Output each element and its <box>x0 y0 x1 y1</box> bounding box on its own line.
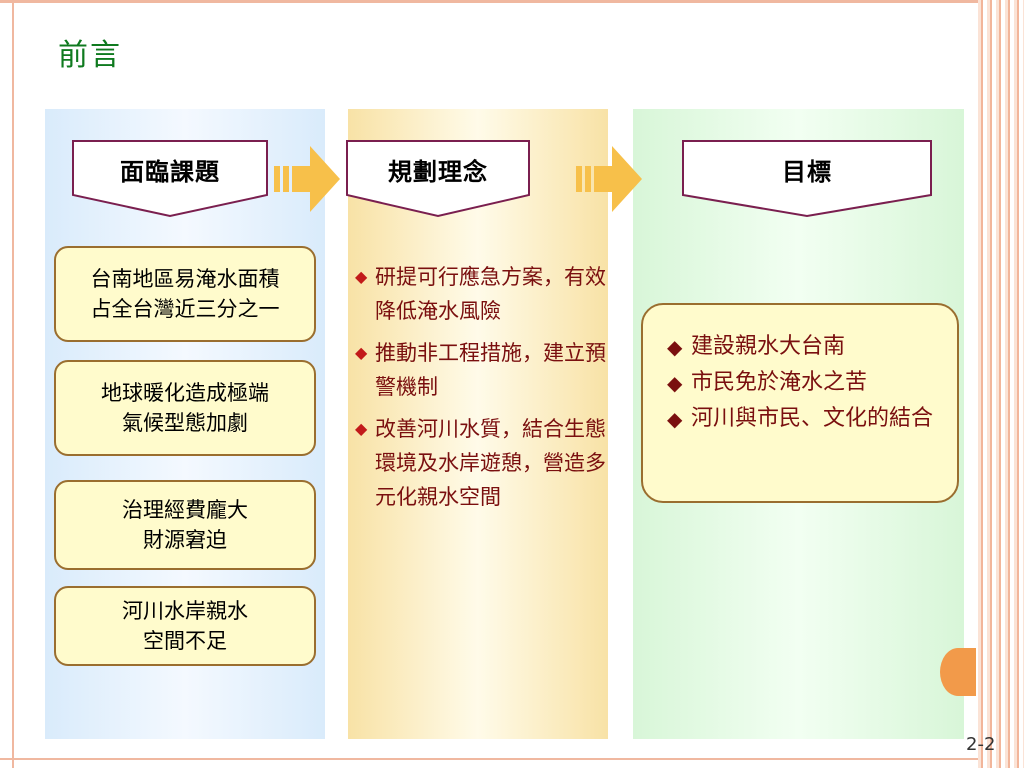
list-item: ◆ 建設親水大台南 <box>667 329 947 365</box>
diamond-bullet-icon: ◆ <box>355 267 368 286</box>
issues-header: 面臨課題 <box>72 140 268 218</box>
issue-box-waterfront: 河川水岸親水 空間不足 <box>54 586 316 666</box>
arrow-right-icon <box>274 146 340 212</box>
issue-line: 氣候型態加劇 <box>122 411 248 435</box>
diamond-bullet-icon: ◆ <box>355 343 368 362</box>
decorative-stripes <box>978 0 1024 768</box>
frame-left-line <box>12 0 14 768</box>
issue-box-funding: 治理經費龐大 財源窘迫 <box>54 480 316 570</box>
list-item: ◆ 河川與市民、文化的結合 <box>667 401 947 437</box>
page-number: 2-2 <box>966 734 996 755</box>
issue-line: 河川水岸親水 <box>122 599 248 623</box>
issues-header-label: 面臨課題 <box>120 158 220 186</box>
frame-top-line <box>0 0 978 3</box>
concept-text: 推動非工程措施，建立預警機制 <box>375 341 606 399</box>
concepts-column <box>348 109 608 739</box>
goal-text: 建設親水大台南 <box>691 334 846 359</box>
diamond-bullet-icon: ◆ <box>355 419 368 438</box>
issue-line: 台南地區易淹水面積 <box>90 267 280 291</box>
decorative-circle <box>940 648 976 696</box>
diamond-bullet-icon: ◆ <box>667 335 683 359</box>
list-item: ◆ 市民免於淹水之苦 <box>667 365 947 401</box>
issue-line: 財源窘迫 <box>143 528 227 552</box>
issue-box-climate: 地球暖化造成極端 氣候型態加劇 <box>54 360 316 456</box>
goal-text: 市民免於淹水之苦 <box>691 370 868 395</box>
list-item: ◆ 研提可行應急方案，有效降低淹水風險 <box>355 260 607 328</box>
list-item: ◆ 推動非工程措施，建立預警機制 <box>355 336 607 404</box>
arrow-right-icon <box>576 146 642 212</box>
diamond-bullet-icon: ◆ <box>667 371 683 395</box>
concepts-header: 規劃理念 <box>346 140 530 218</box>
concepts-header-label: 規劃理念 <box>388 158 488 186</box>
banner-shape <box>346 140 530 218</box>
issue-box-flood-area: 台南地區易淹水面積 占全台灣近三分之一 <box>54 246 316 342</box>
issue-line: 地球暖化造成極端 <box>101 381 269 405</box>
slide-title: 前言 <box>58 38 122 73</box>
issue-line: 占全台灣近三分之一 <box>90 297 280 321</box>
list-item: ◆ 改善河川水質，結合生態環境及水岸遊憩，營造多元化親水空間 <box>355 412 607 514</box>
goals-header-label: 目標 <box>782 158 832 186</box>
goals-header: 目標 <box>682 140 932 218</box>
goal-text: 河川與市民、文化的結合 <box>691 406 934 431</box>
issue-line: 治理經費龐大 <box>122 498 248 522</box>
banner-shape <box>72 140 268 218</box>
issue-line: 空間不足 <box>143 629 227 653</box>
banner-shape <box>682 140 932 218</box>
frame-bottom-line <box>0 758 978 760</box>
concept-text: 研提可行應急方案，有效降低淹水風險 <box>375 265 606 323</box>
concept-text: 改善河川水質，結合生態環境及水岸遊憩，營造多元化親水空間 <box>375 417 606 509</box>
concepts-list: ◆ 研提可行應急方案，有效降低淹水風險 ◆ 推動非工程措施，建立預警機制 ◆ 改… <box>355 260 607 522</box>
goals-box: ◆ 建設親水大台南 ◆ 市民免於淹水之苦 ◆ 河川與市民、文化的結合 <box>641 303 959 503</box>
diamond-bullet-icon: ◆ <box>667 407 683 431</box>
